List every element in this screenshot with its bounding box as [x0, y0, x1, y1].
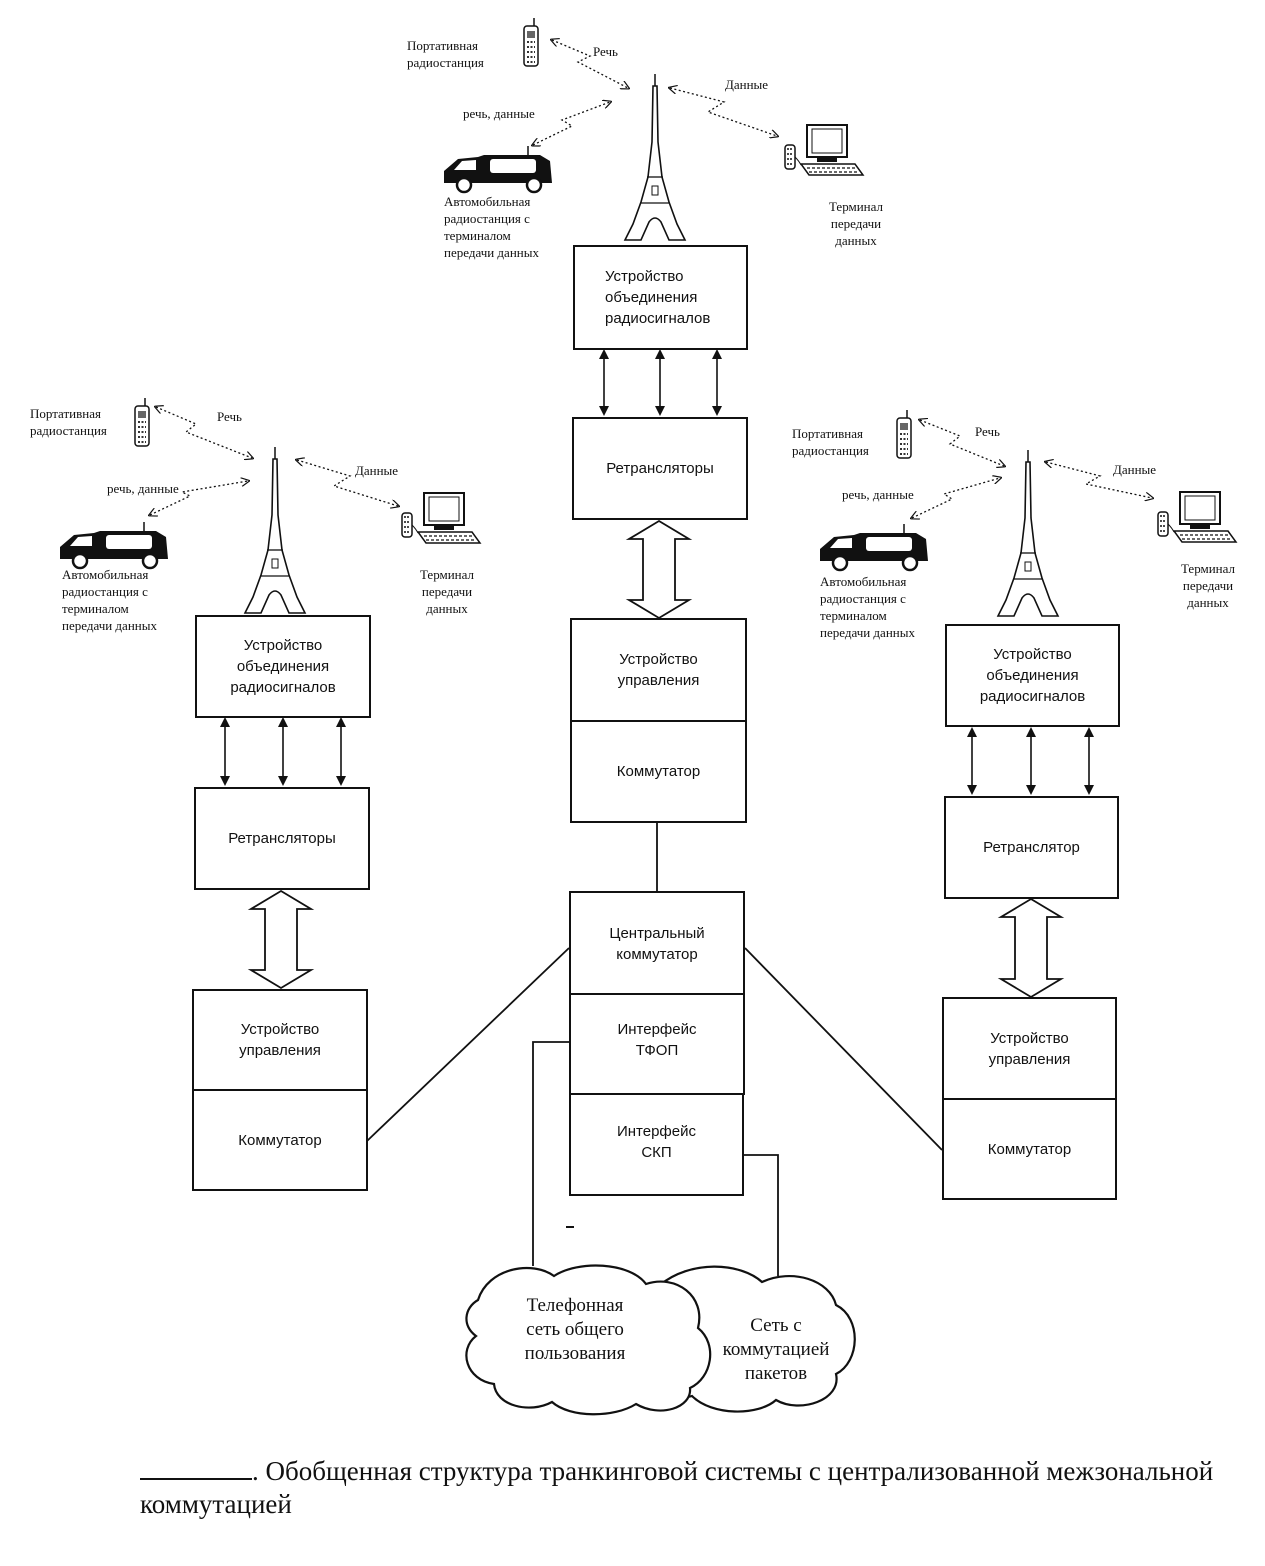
- switch-block: Коммутатор: [942, 1098, 1117, 1200]
- repeater-control-block-arrow: [625, 519, 693, 620]
- data-terminal-icon: [1157, 491, 1237, 543]
- central-switch-block: Центральный коммутатор: [569, 891, 745, 995]
- portable-radio-icon: [134, 397, 150, 447]
- speech-label: Речь: [975, 424, 1000, 439]
- vehicle-radio-icon: [818, 522, 930, 572]
- vehicle-radio-label: Автомобильная радиостанция с терминалом …: [444, 194, 539, 260]
- portable-radio-icon: [896, 409, 912, 459]
- speech-data-label: речь, данные: [842, 487, 914, 502]
- repeaters-block: Ретрансляторы: [572, 417, 748, 520]
- data-link: [670, 88, 777, 136]
- pstn-cloud-label: Телефонная сеть общего пользования: [524, 1295, 626, 1364]
- tower-icon: [624, 73, 686, 241]
- portable-radio-label: Портативная радиостанция: [30, 406, 107, 438]
- data-label: Данные: [725, 77, 769, 92]
- control-unit-block: Устройство управления: [942, 997, 1117, 1100]
- caption-text: . Обобщенная структура транкинговой сист…: [140, 1456, 1214, 1519]
- speech-label: Речь: [593, 44, 618, 59]
- repeaters-block: Ретрансляторы: [194, 787, 370, 890]
- speech-data-link: [150, 481, 248, 515]
- switch-block: Коммутатор: [192, 1089, 368, 1191]
- figure-caption: . Обобщенная структура транкинговой сист…: [140, 1455, 1230, 1521]
- psn-interface-block: Интерфейс СКП: [569, 1093, 744, 1196]
- combiner-repeater-links: [220, 349, 1094, 795]
- portable-radio-label: Портативная радиостанция: [407, 38, 484, 70]
- packet-network-cloud-label: Сеть с коммутацией пакетов: [722, 1315, 830, 1384]
- vehicle-radio-icon: [58, 520, 170, 570]
- portable-radio-label: Портативная радиостанция: [792, 426, 869, 458]
- vehicle-radio-label: Автомобильная радиостанция с терминалом …: [820, 574, 915, 640]
- network-links: [366, 822, 943, 1276]
- switch-block: Коммутатор: [570, 720, 747, 823]
- data-link: [297, 460, 398, 506]
- speech-label: Речь: [217, 409, 242, 424]
- speech-link: [552, 40, 628, 88]
- repeater-control-block-arrow: [247, 889, 315, 990]
- speech-data-label: речь, данные: [107, 481, 179, 496]
- data-terminal-icon: [784, 124, 864, 176]
- speech-data-label: речь, данные: [463, 106, 535, 121]
- data-terminal-label: Терминал передачи данных: [1180, 561, 1236, 610]
- portable-radio-icon: [523, 17, 539, 67]
- combiner-block: Устройство объединения радиосигналов: [195, 615, 371, 718]
- control-unit-block: Устройство управления: [570, 618, 747, 722]
- data-link: [1046, 462, 1152, 498]
- speech-data-link: [912, 478, 1000, 518]
- control-unit-block: Устройство управления: [192, 989, 368, 1091]
- combiner-block: Устройство объединения радиосигналов: [573, 245, 748, 350]
- data-terminal-label: Терминал передачи данных: [419, 567, 475, 616]
- data-label: Данные: [1113, 462, 1157, 477]
- pstn-interface-block: Интерфейс ТФОП: [569, 993, 745, 1095]
- tower-icon: [997, 449, 1059, 617]
- data-label: Данные: [355, 463, 399, 478]
- repeater-control-block-arrow: [997, 897, 1065, 999]
- data-terminal-label: Терминал передачи данных: [828, 199, 884, 248]
- pstn-cloud-shape: [465, 1264, 712, 1416]
- figure-number-blank: [140, 1460, 252, 1480]
- speech-data-link: [533, 102, 610, 145]
- data-terminal-icon: [401, 492, 481, 544]
- vehicle-radio-label: Автомобильная радиостанция с терминалом …: [62, 567, 157, 633]
- speech-link: [156, 407, 252, 458]
- tower-icon: [244, 446, 306, 614]
- repeater-block: Ретранслятор: [944, 796, 1119, 899]
- combiner-block: Устройство объединения радиосигналов: [945, 624, 1120, 727]
- vehicle-radio-icon: [442, 144, 554, 194]
